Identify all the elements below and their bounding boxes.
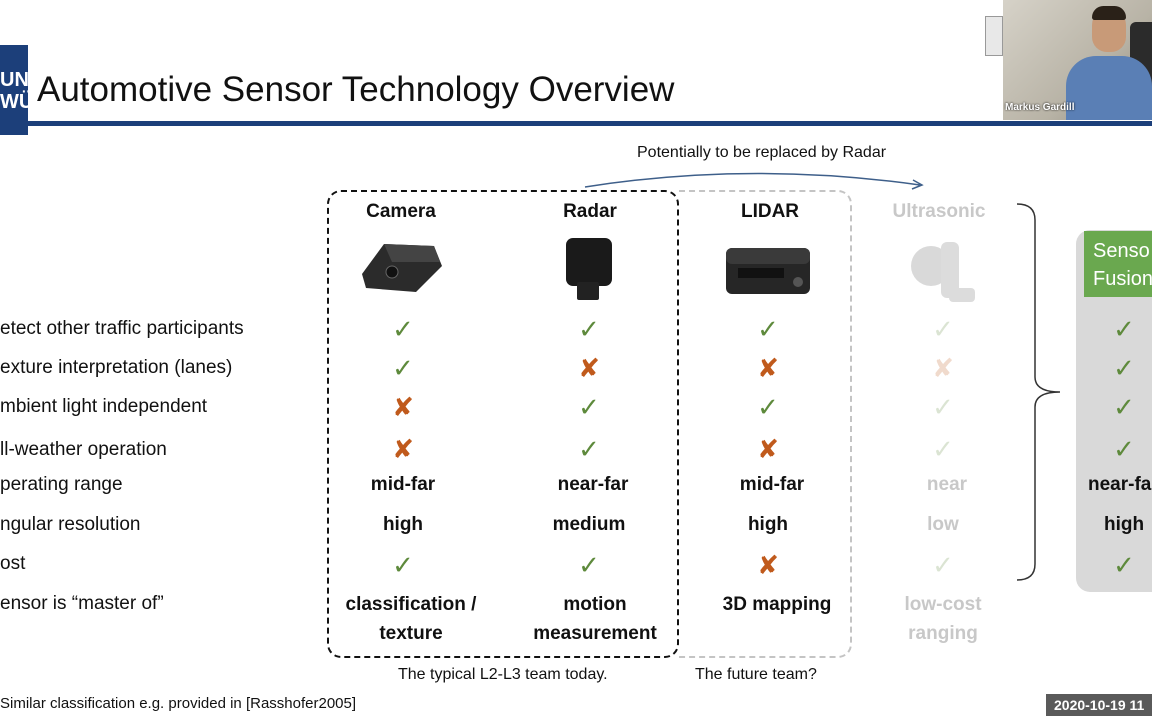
participant-name-label: Markus Gardill [1005,102,1075,113]
check-icon: ✓ [1113,392,1135,422]
check-icon: ✓ [578,434,600,464]
sensor-fusion-header: Senso Fusion [1084,231,1152,297]
column-header-camera: Camera [366,201,436,222]
footnote: Similar classification e.g. provided in … [0,695,357,712]
fusion-header-line-1: Senso [1093,240,1150,262]
row-label-master-of: ensor is “master of” [0,593,164,614]
check-icon: ✓ [1113,550,1135,580]
check-icon: ✓ [578,314,600,344]
column-header-lidar: LIDAR [740,201,800,222]
check-icon: ✓ [392,550,414,580]
lidar-resolution: high [747,514,789,535]
replacement-arrow-icon [584,172,924,190]
row-label-cost: ost [0,553,26,574]
ultrasonic-bracket-icon [1016,203,1061,581]
column-header-ultrasonic: Ultrasonic [892,201,986,222]
fusion-range: near-fa [1088,474,1152,495]
check-icon: ✓ [1113,314,1135,344]
cross-icon: ✘ [578,353,600,383]
check-icon: ✓ [932,392,954,422]
check-icon: ✓ [578,392,600,422]
row-label-weather: ll-weather operation [0,439,167,460]
check-icon: ✓ [932,434,954,464]
row-label-texture: exture interpretation (lanes) [0,357,233,378]
check-icon: ✓ [1113,434,1135,464]
ultrasonic-master-of-line2: ranging [908,623,978,644]
participant-thumbnail[interactable] [985,16,1003,56]
title-divider-right [1003,121,1152,126]
l2-l3-team-box [327,190,679,658]
lidar-sensor-icon [726,248,810,294]
camera-sensor-icon [362,244,442,292]
check-icon: ✓ [932,550,954,580]
cross-icon: ✘ [757,434,779,464]
title-divider [28,121,1003,126]
fusion-resolution: high [1104,514,1145,535]
lidar-master-of: 3D mapping [722,594,832,615]
timestamp-badge: 2020-10-19 11 [1046,694,1152,716]
video-person-hair [1092,6,1126,20]
cross-icon: ✘ [392,434,414,464]
camera-master-of-line1: classification / [345,594,477,615]
ultrasonic-master-of-line1: low-cost [904,594,982,615]
future-team-box [679,190,852,658]
check-icon: ✓ [1113,353,1135,383]
team-today-note: The typical L2-L3 team today. [398,666,608,683]
camera-range: mid-far [370,474,436,495]
university-logo: UNI WÜ [0,45,35,135]
ultrasonic-range: near [926,474,968,495]
radar-range: near-far [557,474,629,495]
check-icon: ✓ [757,314,779,344]
cross-icon: ✘ [932,353,954,383]
radar-sensor-icon [566,238,612,300]
logo-line-1: UNI [0,69,35,91]
arrow-label: Potentially to be replaced by Radar [637,144,887,161]
check-icon: ✓ [578,550,600,580]
check-icon: ✓ [392,353,414,383]
row-label-detect: etect other traffic participants [0,318,244,339]
check-icon: ✓ [757,392,779,422]
check-icon: ✓ [392,314,414,344]
video-person-body [1066,56,1152,120]
cross-icon: ✘ [757,550,779,580]
cross-icon: ✘ [757,353,779,383]
row-label-resolution: ngular resolution [0,514,141,535]
lidar-range: mid-far [739,474,805,495]
column-header-radar: Radar [563,201,617,222]
radar-resolution: medium [552,514,626,535]
row-label-range: perating range [0,474,123,495]
check-icon: ✓ [932,314,954,344]
cross-icon: ✘ [392,392,414,422]
ultrasonic-sensor-icon [911,242,975,302]
ultrasonic-resolution: low [927,514,959,535]
camera-master-of-line2: texture [379,623,443,644]
radar-master-of-line1: motion [563,594,627,615]
row-label-ambient: mbient light independent [0,396,208,417]
logo-line-2: WÜ [0,91,34,113]
fusion-header-line-2: Fusion [1093,268,1152,290]
slide-title: Automotive Sensor Technology Overview [37,70,675,109]
radar-master-of-line2: measurement [533,623,657,644]
camera-resolution: high [382,514,424,535]
team-future-note: The future team? [695,666,817,683]
